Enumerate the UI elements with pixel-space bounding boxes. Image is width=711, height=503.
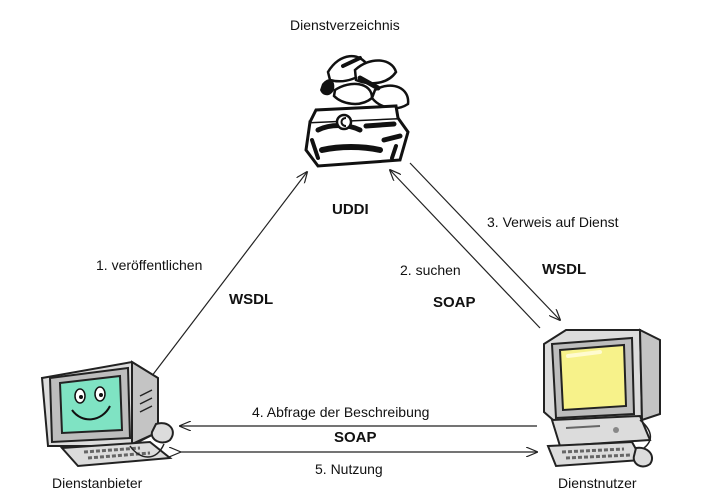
publish-protocol: WSDL <box>229 291 274 308</box>
search-protocol: SOAP <box>433 294 476 311</box>
reference-protocol: WSDL <box>542 261 587 278</box>
open-treasure-chest-icon <box>304 55 410 168</box>
registry-title: Dienstverzeichnis <box>290 17 400 33</box>
publish-arrow <box>144 172 307 386</box>
use-label: 5. Nutzung <box>315 461 383 477</box>
describe-label: 4. Abfrage der Beschreibung <box>252 404 430 420</box>
search-arrow <box>390 170 541 329</box>
provider-title: Dienstanbieter <box>52 475 143 491</box>
smiling-computer-icon <box>40 360 174 468</box>
reference-arrow <box>409 162 560 320</box>
reference-label: 3. Verweis auf Dienst <box>487 214 619 230</box>
describe-protocol: SOAP <box>334 429 377 446</box>
registry-tech-label: UDDI <box>332 201 369 218</box>
computer-yellow-screen-icon <box>543 328 661 468</box>
search-label: 2. suchen <box>400 262 461 278</box>
publish-label: 1. veröffentlichen <box>96 257 203 273</box>
consumer-title: Dienstnutzer <box>558 475 637 491</box>
